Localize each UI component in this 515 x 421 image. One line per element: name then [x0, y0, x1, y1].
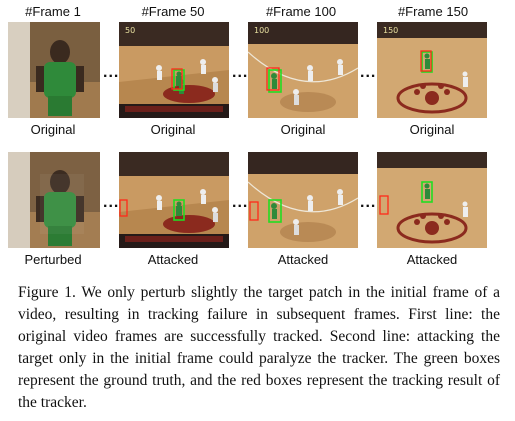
frame-50-original-image — [119, 22, 229, 118]
frame-150-attacked — [377, 152, 487, 248]
frame-number-150: 150 — [383, 26, 399, 35]
ellipsis-row1-a: ... — [103, 64, 120, 81]
frame-150-attacked-image — [377, 152, 487, 248]
figure-panel: #Frame 1 #Frame 50 #Frame 100 #Frame 150… — [8, 4, 487, 267]
frame-1-original-image — [8, 22, 100, 118]
label-row2-frame50: Attacked — [147, 252, 199, 267]
frame-1-original — [8, 22, 100, 118]
ellipsis-row2-b: ... — [232, 194, 249, 211]
label-row2-frame150: Attacked — [406, 252, 458, 267]
figure-caption: Figure 1. We only perturb slightly the t… — [18, 284, 500, 411]
frame-header-1: #Frame 1 — [25, 4, 81, 19]
frame-header-100: #Frame 100 — [265, 4, 337, 19]
frame-100-original-image — [248, 22, 358, 118]
frame-50-original: 50 — [119, 22, 229, 118]
label-row1-frame50: Original — [150, 122, 196, 137]
frame-number-50: 50 — [125, 26, 136, 35]
ellipsis-row2-a: ... — [103, 194, 120, 211]
frame-1-perturbed — [8, 152, 100, 248]
label-row2-frame1: Perturbed — [24, 252, 82, 267]
label-row1-frame1: Original — [30, 122, 76, 137]
frame-50-attacked-image — [119, 152, 229, 248]
frame-number-100: 100 — [254, 26, 270, 35]
ellipsis-row2-c: ... — [360, 194, 377, 211]
frame-100-attacked-image — [248, 152, 358, 248]
label-row1-frame100: Original — [280, 122, 326, 137]
frame-header-150: #Frame 150 — [397, 4, 469, 19]
frame-150-original-image — [377, 22, 487, 118]
label-row1-frame150: Original — [409, 122, 455, 137]
frame-100-original: 100 — [248, 22, 358, 118]
frame-1-perturbed-image — [8, 152, 100, 248]
frame-150-original: 150 — [377, 22, 487, 118]
frame-100-attacked — [248, 152, 358, 248]
frame-50-attacked — [119, 152, 229, 248]
ellipsis-row1-b: ... — [232, 64, 249, 81]
ellipsis-row1-c: ... — [360, 64, 377, 81]
label-row2-frame100: Attacked — [277, 252, 329, 267]
frame-header-50: #Frame 50 — [141, 4, 205, 19]
